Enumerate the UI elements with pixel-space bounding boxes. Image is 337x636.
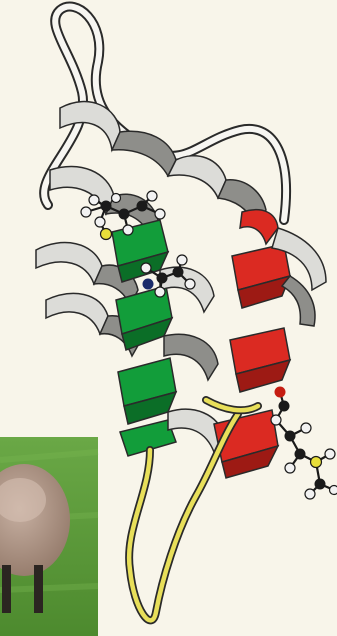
sheep-leg: [34, 565, 43, 613]
sheep-photo: [0, 437, 98, 636]
ball-and-stick-residue-lower: [271, 387, 337, 500]
sheep-leg: [2, 565, 11, 613]
